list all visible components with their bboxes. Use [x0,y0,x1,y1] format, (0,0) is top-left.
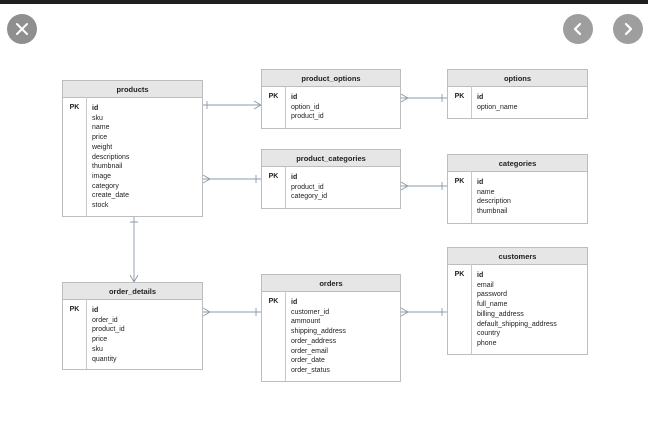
field: weight [92,143,113,151]
chevron-right-icon [624,22,633,36]
pk-label: PK [448,86,472,118]
relationship-order-details-orders [202,307,261,317]
pk-label: PK [262,166,286,208]
field: name [92,124,110,132]
field: category [92,182,119,190]
field: order_date [291,357,325,365]
field-list: id option_name [448,87,587,112]
field: phone [477,339,497,347]
field-list: id option_id product_id [262,87,400,122]
field: order_id [92,316,118,324]
relationship-products-product-options [203,100,262,110]
close-button[interactable] [7,14,37,44]
entity-title: product_categories [262,150,400,167]
entity-title: products [63,81,202,98]
field: email [477,281,494,289]
entity-title: customers [448,248,587,265]
pk-label: PK [448,171,472,223]
field: thumbnail [92,163,123,171]
field: descriptions [92,153,130,161]
previous-button[interactable] [563,14,593,44]
entity-categories: categories PK id name description thumbnail [447,154,588,224]
field: default_shipping_address [477,320,557,328]
field: option_name [477,103,518,111]
pk-label: PK [262,86,286,128]
field: quantity [92,355,117,363]
top-bar [0,0,648,4]
chevron-left-icon [573,22,582,36]
primary-key-field: id [477,94,484,101]
next-button[interactable] [613,14,643,44]
field: billing_address [477,310,524,318]
entity-title: order_details [63,283,202,300]
field: order_address [291,337,337,345]
relationship-products-product-categories [202,174,261,184]
field-list: id product_id category_id [262,167,400,202]
field: product_id [291,183,324,191]
entity-options: options PK id option_name [447,69,588,119]
primary-key-field: id [291,94,298,101]
field: product_id [92,326,125,334]
field: country [477,330,500,338]
field: product_id [291,113,324,121]
close-icon [16,23,28,35]
field: customer_id [291,308,330,316]
field: option_id [291,103,320,111]
entity-product-options: product_options PK id option_id product_id [261,69,401,129]
pk-label: PK [448,264,472,354]
field: shipping_address [291,328,346,336]
field: sku [92,345,103,353]
pk-label: PK [63,97,87,216]
pk-label: PK [262,291,286,381]
primary-key-field: id [291,174,298,181]
relationship-orders-customers [400,307,447,317]
primary-key-field: id [291,299,298,306]
field: price [92,336,108,344]
primary-key-field: id [92,105,99,112]
relationship-product-options-options [400,93,447,103]
primary-key-field: id [477,179,484,186]
field: image [92,172,112,180]
field: ammount [291,318,321,326]
field: sku [92,114,103,122]
field: create_date [92,192,129,200]
field: order_email [291,347,328,355]
entity-title: options [448,70,587,87]
field: password [477,291,507,299]
primary-key-field: id [477,272,484,279]
field-list: id name description thumbnail [448,172,587,217]
entity-title: categories [448,155,587,172]
field: category_id [291,193,328,201]
relationship-products-order-details [129,217,139,283]
relationship-product-categories-categories [400,181,447,191]
field: thumbnail [477,208,508,216]
pk-label: PK [63,299,87,369]
field: price [92,134,108,142]
field: description [477,198,511,206]
field: stock [92,202,109,210]
primary-key-field: id [92,307,99,314]
field: full_name [477,301,508,309]
field: order_status [291,366,330,374]
entity-title: orders [262,275,400,292]
field: name [477,188,495,196]
entity-title: product_options [262,70,400,87]
